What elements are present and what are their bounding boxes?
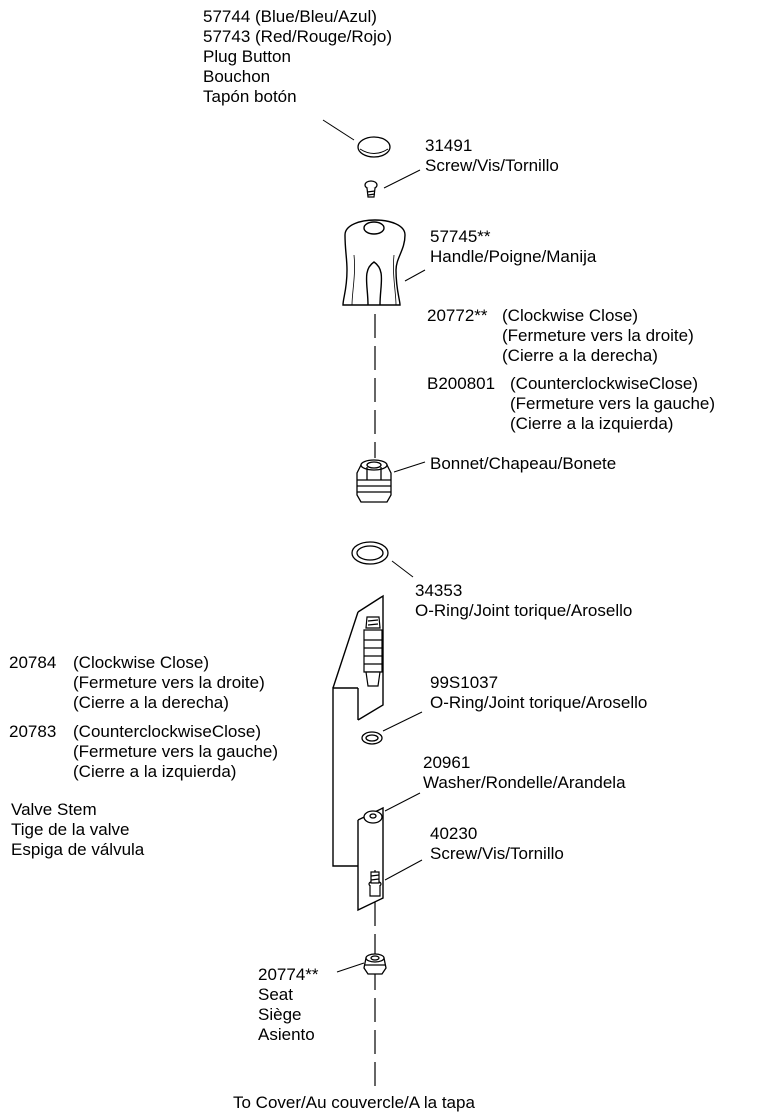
top-screw-part-number: 31491 [425,136,473,155]
large-o-ring-description: O-Ring/Joint torique/Arosello [415,601,633,620]
bonnet-cw-line-es: (Cierre a la derecha) [502,346,658,365]
washer-label: 20961 Washer/Rondelle/Arandela [423,753,626,793]
plug-button-red-text: (Red/Rouge/Rojo) [255,27,393,46]
seat-name-fr: Siège [258,1005,302,1024]
valve-stem-bracket-left [332,611,359,689]
seat-name-en: Seat [258,985,293,1004]
bottom-screw-part [368,871,382,897]
valve-stem-name-en: Valve Stem [11,800,97,819]
large-o-ring-leader [391,560,414,578]
footer-to-cover: To Cover/Au couvercle/A la tapa [233,1093,475,1112]
bonnet-ccw-line-es: (Cierre a la izquierda) [510,414,674,433]
valve-stem-cw-line-es: (Cierre a la derecha) [73,693,229,712]
washer-part-number: 20961 [423,753,471,772]
top-screw-label: 31491 Screw/Vis/Tornillo [425,136,559,176]
handle-part-number: 57745** [430,227,491,246]
valve-stem-ccw-line-fr: (Fermeture vers la gauche) [73,742,279,761]
bonnet-cw-line-en: (Clockwise Close) [502,306,639,325]
handle-leader [404,269,426,282]
bonnet-part-number-cw: 20772** [427,306,488,325]
handle-description: Handle/Poigne/Manija [430,247,597,266]
valve-stem-ccw-line-en: (CounterclockwiseClose) [73,722,262,741]
washer-leader [384,792,421,812]
valve-stem-part-number-cw: 20784 [9,653,57,672]
bonnet-leader [393,461,426,473]
bonnet-ccw-line-fr: (Fermeture vers la gauche) [510,394,716,413]
bottom-screw-leader [384,859,423,881]
washer-part [363,810,383,824]
bonnet-cw-line-fr: (Fermeture vers la droite) [502,326,694,345]
bonnet-part-number-ccw: B200801 [427,374,496,393]
bottom-screw-part-number: 40230 [430,824,478,843]
handle-part [342,219,406,306]
valve-stem-name: Valve Stem Tige de la valve Espiga de vá… [11,800,144,860]
large-o-ring-label: 34353 O-Ring/Joint torique/Arosello [415,581,632,621]
top-screw-leader [383,169,421,189]
washer-description: Washer/Rondelle/Arandela [423,773,626,792]
seat-leader [336,962,365,973]
bonnet-cw-text: (Clockwise Close) (Fermeture vers la dro… [502,306,694,366]
small-o-ring-part-number: 99S1037 [430,673,499,692]
bottom-screw-description: Screw/Vis/Tornillo [430,844,564,863]
bonnet-ccw-text: (CounterclockwiseClose) (Fermeture vers … [510,374,715,434]
small-o-ring-leader [382,711,423,732]
plug-button-part-number-blue: 57744 [203,7,251,26]
seat-label: 20774** Seat Siège Asiento [258,965,319,1045]
top-screw-description: Screw/Vis/Tornillo [425,156,559,175]
large-o-ring-part [351,541,389,565]
valve-stem-cw-line-fr: (Fermeture vers la droite) [73,673,265,692]
seat-part [363,953,387,975]
plug-button-name-fr: Bouchon [203,67,271,86]
plug-button-name-es: Tapón botón [203,87,297,106]
valve-stem-ccw-line-es: (Cierre a la izquierda) [73,762,237,781]
valve-stem-part [363,616,383,687]
valve-stem-name-es: Espiga de válvula [11,840,145,859]
plug-button-part-number-red: 57743 [203,27,251,46]
plug-button-label: 57744 (Blue/Bleu/Azul) 57743 (Red/Rouge/… [203,7,392,107]
plug-button-leader [322,119,355,141]
top-screw-part [364,180,378,198]
valve-stem-part-number-ccw: 20783 [9,722,57,741]
valve-stem-ccw-text: (CounterclockwiseClose) (Fermeture vers … [73,722,278,782]
bonnet-description: Bonnet/Chapeau/Bonete [430,454,617,473]
valve-stem-name-fr: Tige de la valve [11,820,130,839]
small-o-ring-label: 99S1037 O-Ring/Joint torique/Arosello [430,673,647,713]
large-o-ring-part-number: 34353 [415,581,463,600]
seat-name-es: Asiento [258,1025,315,1044]
small-o-ring-description: O-Ring/Joint torique/Arosello [430,693,648,712]
small-o-ring-part [361,731,383,745]
seat-part-number: 20774** [258,965,319,984]
valve-stem-cw-text: (Clockwise Close) (Fermeture vers la dro… [73,653,265,713]
bonnet-ccw-line-en: (CounterclockwiseClose) [510,374,699,393]
handle-label: 57745** Handle/Poigne/Manija [430,227,596,267]
bottom-screw-label: 40230 Screw/Vis/Tornillo [430,824,564,864]
valve-stem-cw-line-en: (Clockwise Close) [73,653,210,672]
plug-button-blue-text: (Blue/Bleu/Azul) [255,7,377,26]
plug-button-part [357,136,391,158]
bonnet-part [356,459,392,503]
plug-button-name-en: Plug Button [203,47,291,66]
